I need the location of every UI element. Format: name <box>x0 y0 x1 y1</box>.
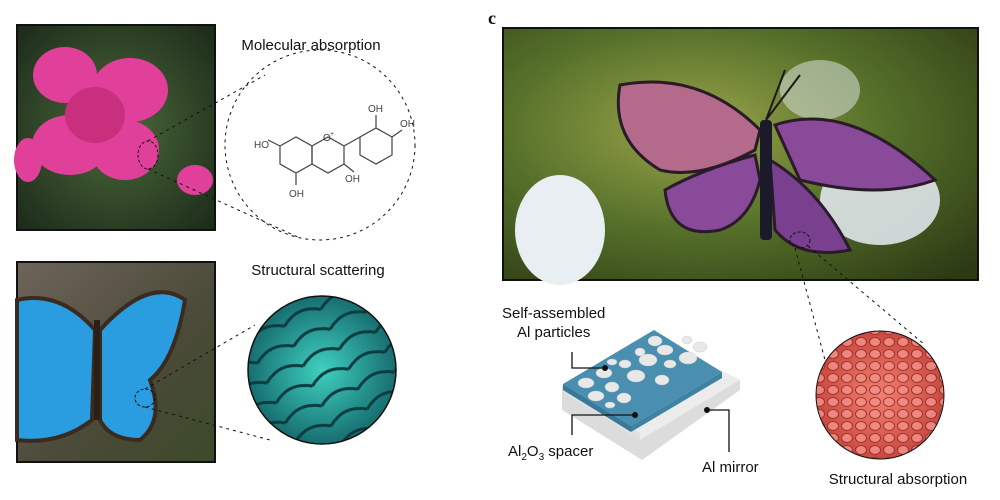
chem-plus: + <box>330 131 334 138</box>
label-al2o3-spacer: Al2O3 spacer <box>508 443 593 463</box>
al-particles <box>577 335 708 409</box>
cyanidin-structure <box>267 115 403 185</box>
sem-micrograph <box>816 331 944 459</box>
morpho-photo <box>15 261 216 463</box>
zoom-lines-c <box>794 245 926 361</box>
metasurface-diagram <box>562 330 740 460</box>
chem-oh-right: OH <box>400 119 415 130</box>
chem-oh-bottom: OH <box>289 189 304 200</box>
chem-oh-mid: OH <box>345 174 360 185</box>
chem-oh-top: OH <box>368 104 383 115</box>
panel-label-c: c <box>488 8 496 28</box>
label-al-particles: Al particles <box>517 324 590 341</box>
label-self-assembled: Self-assembled <box>502 305 605 322</box>
label-al-mirror: Al mirror <box>702 459 759 476</box>
chem-ho-left: HO <box>254 140 269 151</box>
structural-absorption-caption: Structural absorption <box>829 471 967 488</box>
zoom-lines-a <box>147 49 416 241</box>
structural-scattering-title: Structural scattering <box>251 262 384 279</box>
azalea-photo <box>14 24 216 231</box>
zoom-lines-b <box>144 324 271 441</box>
chem-o: O <box>323 133 331 144</box>
artificial-butterfly-photo <box>502 27 979 285</box>
scale-micrograph <box>248 296 396 444</box>
molecular-absorption-title: Molecular absorption <box>241 37 380 54</box>
